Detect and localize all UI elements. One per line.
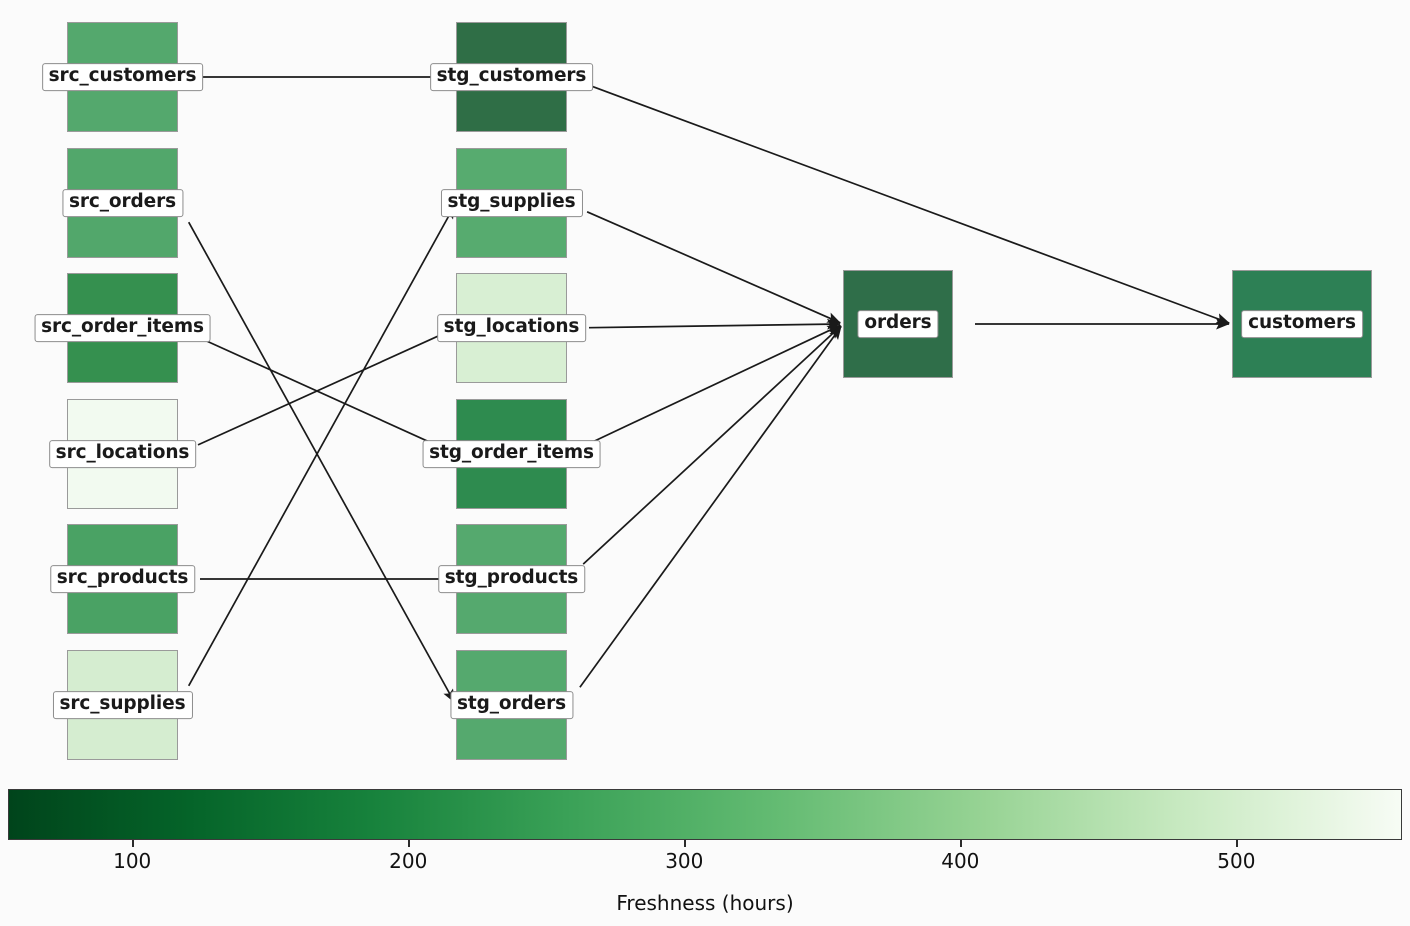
node-label-src_customers: src_customers bbox=[41, 63, 204, 91]
colorbar-tickmark bbox=[684, 840, 686, 847]
node-label-stg_supplies: stg_supplies bbox=[440, 189, 583, 217]
node-label-stg_orders: stg_orders bbox=[449, 691, 574, 719]
edge-stg_locations-to-orders bbox=[588, 318, 841, 330]
node-label-customers: customers bbox=[1241, 310, 1363, 338]
colorbar-label: Freshness (hours) bbox=[616, 891, 794, 915]
colorbar-gradient bbox=[8, 789, 1402, 840]
node-label-src_orders: src_orders bbox=[61, 189, 184, 217]
node-label-src_products: src_products bbox=[49, 565, 196, 593]
colorbar-tick-label: 500 bbox=[1217, 849, 1256, 873]
edges bbox=[187, 76, 1230, 703]
node-label-src_locations: src_locations bbox=[48, 440, 197, 468]
colorbar-tickmark bbox=[1236, 840, 1238, 847]
edge-src_order_items-to-stg_order_items bbox=[197, 336, 454, 454]
edge-stg_supplies-to-orders bbox=[586, 211, 841, 324]
node-label-stg_order_items: stg_order_items bbox=[422, 440, 601, 468]
colorbar-tickmark bbox=[408, 840, 410, 847]
node-label-stg_customers: stg_customers bbox=[429, 63, 594, 91]
node-label-orders: orders bbox=[857, 310, 939, 338]
colorbar-ticks: 100 200 300 400 500 bbox=[8, 840, 1402, 880]
edge-src_locations-to-stg_locations bbox=[197, 328, 454, 446]
node-label-src_supplies: src_supplies bbox=[52, 691, 193, 719]
node-label-src_order_items: src_order_items bbox=[34, 314, 211, 342]
edge-layer bbox=[187, 76, 1230, 703]
colorbar-tick-label: 300 bbox=[665, 849, 704, 873]
edge-stg_products-to-orders bbox=[582, 325, 842, 565]
edge-stg_order_items-to-orders bbox=[586, 324, 841, 446]
colorbar-tick-label: 400 bbox=[941, 849, 980, 873]
edge-src_supplies-to-stg_supplies bbox=[187, 205, 456, 687]
colorbar-tickmark bbox=[132, 840, 134, 847]
colorbar-tick-label: 100 bbox=[113, 849, 152, 873]
colorbar-tickmark bbox=[960, 840, 962, 847]
node-label-stg_products: stg_products bbox=[437, 565, 586, 593]
colorbar: 100 200 300 400 500 Freshness (hours) bbox=[0, 780, 1410, 926]
edge-stg_orders-to-orders bbox=[579, 325, 842, 688]
node-label-stg_locations: stg_locations bbox=[436, 314, 587, 342]
colorbar-tick-label: 200 bbox=[389, 849, 428, 873]
edge-src_orders-to-stg_orders bbox=[187, 221, 456, 703]
edge-stg_customers-to-customers bbox=[587, 83, 1230, 324]
